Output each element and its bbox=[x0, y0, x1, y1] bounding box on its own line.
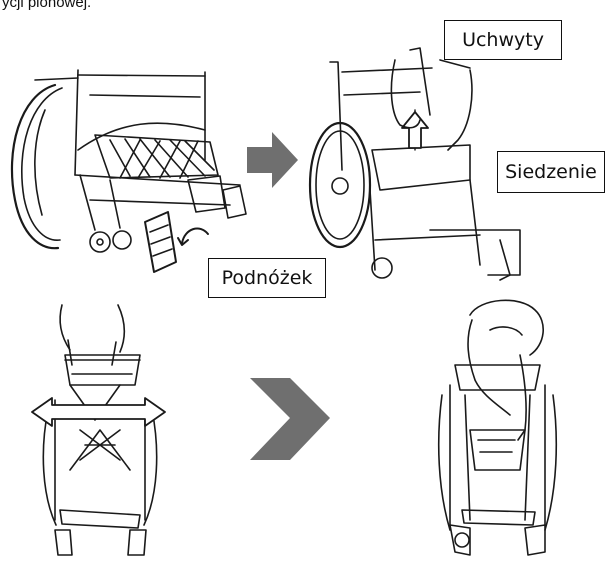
wheelchair-lifting-seat bbox=[310, 48, 520, 280]
wheelchair-folded-front-view bbox=[439, 300, 557, 555]
gray-arrow-bottom bbox=[250, 378, 330, 460]
wheelchair-folding-front-view bbox=[32, 305, 165, 555]
label-seat: Siedzenie bbox=[497, 151, 605, 193]
label-handles: Uchwyty bbox=[444, 20, 562, 60]
label-footrest: Podnóżek bbox=[208, 258, 326, 298]
gray-arrow-top bbox=[247, 132, 298, 188]
wheelchair-open-side-view bbox=[12, 70, 246, 272]
